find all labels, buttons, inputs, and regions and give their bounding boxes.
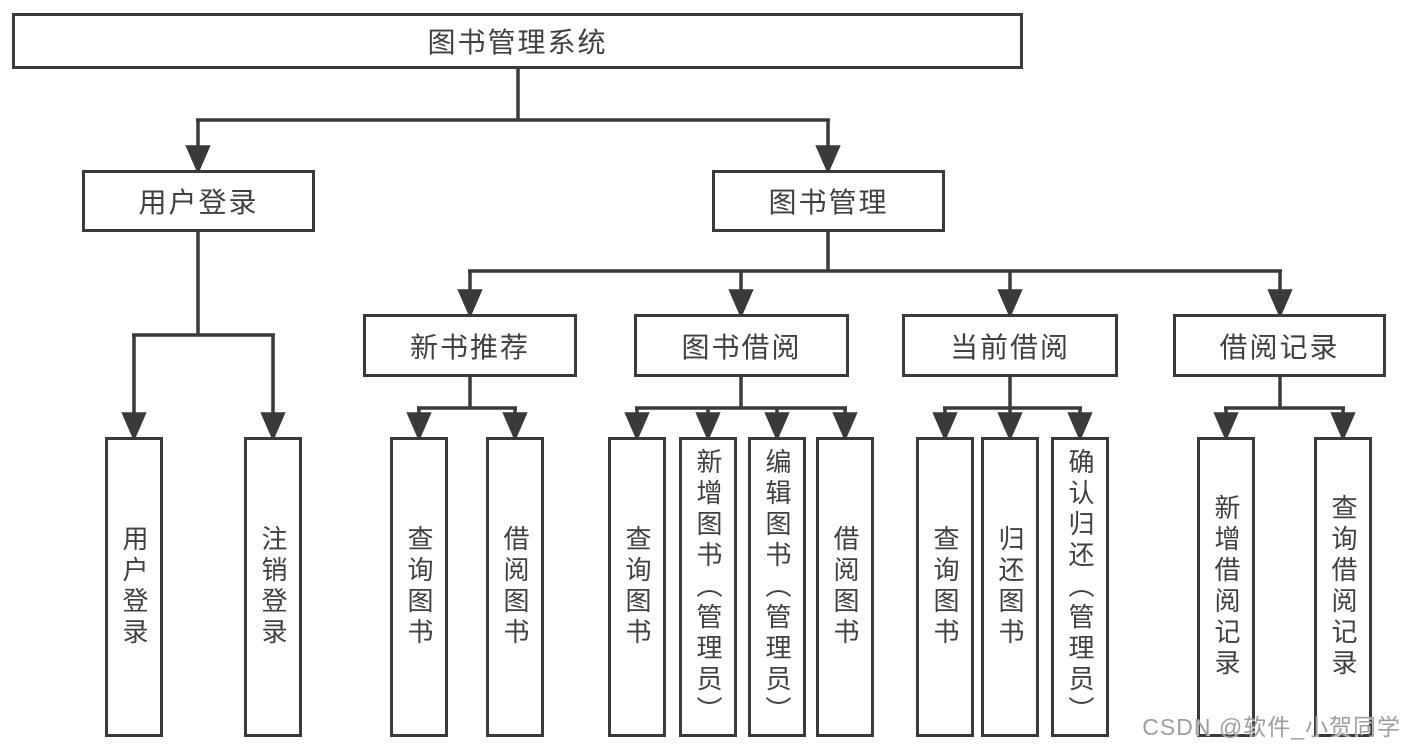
leaf-query-borrow-record: 查询借阅记录 <box>1314 437 1372 737</box>
connector-book-management <box>457 232 1293 319</box>
leaf-borrow-books-recommend: 借阅图书 <box>486 437 544 737</box>
leaf-confirm-return-admin: 确认归还（管理员） <box>1051 437 1109 737</box>
leaf-add-borrow-record-label: 新增借阅记录 <box>1211 494 1241 680</box>
leaf-borrow-books-recommend-label: 借阅图书 <box>500 525 530 649</box>
csdn-watermark: CSDN @软件_小贺同学 <box>1142 714 1401 740</box>
connector-borrow-records <box>1213 377 1356 442</box>
leaf-add-borrow-record: 新增借阅记录 <box>1197 437 1255 737</box>
leaf-add-book-admin: 新增图书（管理员） <box>679 437 737 737</box>
leaf-return-book: 归还图书 <box>981 437 1039 737</box>
leaf-user-login: 用户登录 <box>105 437 163 737</box>
leaf-logout-label: 注销登录 <box>258 525 288 649</box>
connector-root <box>185 66 841 175</box>
leaf-borrow-books-label: 借阅图书 <box>830 525 860 649</box>
connector-user-login <box>121 232 286 442</box>
leaf-user-login-label: 用户登录 <box>119 525 149 649</box>
node-borrow-records: 借阅记录 <box>1173 314 1386 377</box>
leaf-query-books-current: 查询图书 <box>916 437 974 737</box>
node-book-borrow: 图书借阅 <box>634 314 849 377</box>
leaf-query-borrow-record-label: 查询借阅记录 <box>1328 494 1358 680</box>
leaf-borrow-books: 借阅图书 <box>816 437 874 737</box>
connector-book-borrow <box>624 377 858 442</box>
leaf-return-book-label: 归还图书 <box>995 525 1025 649</box>
leaf-edit-book-admin: 编辑图书（管理员） <box>748 437 806 737</box>
leaf-logout: 注销登录 <box>244 437 302 737</box>
leaf-edit-book-admin-label: 编辑图书（管理员） <box>762 447 792 727</box>
leaf-query-books-recommend: 查询图书 <box>390 437 448 737</box>
node-current-borrow: 当前借阅 <box>902 314 1118 377</box>
leaf-add-book-admin-label: 新增图书（管理员） <box>693 447 723 727</box>
node-library-system: 图书管理系统 <box>12 13 1023 69</box>
leaf-query-books-borrow-label: 查询图书 <box>622 525 652 649</box>
connector-current-borrow <box>932 377 1093 442</box>
node-user-login: 用户登录 <box>82 170 315 232</box>
connector-new-book-recommend <box>406 377 528 442</box>
leaf-query-books-current-label: 查询图书 <box>930 525 960 649</box>
leaf-query-books-borrow: 查询图书 <box>608 437 666 737</box>
leaf-query-books-recommend-label: 查询图书 <box>404 525 434 649</box>
node-book-management: 图书管理 <box>712 170 945 232</box>
leaf-confirm-return-admin-label: 确认归还（管理员） <box>1065 447 1095 727</box>
node-new-book-recommend: 新书推荐 <box>363 314 577 377</box>
